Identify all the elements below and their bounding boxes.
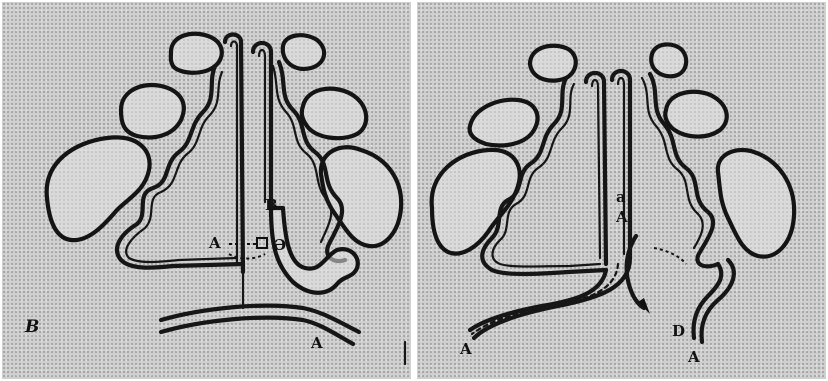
sinus-blob-mid-right [665, 92, 727, 137]
septum-right-inner [618, 78, 624, 254]
septum-left-inner [231, 42, 237, 265]
sinus-blob-top-right [651, 44, 686, 76]
left-panel-diagram: B A Ə B A [2, 2, 411, 379]
septum-left-inner [592, 80, 600, 258]
label-upper: B [265, 196, 278, 214]
label-right-mid: Ə [273, 236, 286, 254]
sinus-lobe-right [321, 147, 401, 246]
tube-lower-lower [161, 318, 353, 344]
septum-right-outer [612, 71, 630, 258]
sinus-blob-top-right [283, 35, 324, 69]
septum-right-outer [253, 43, 271, 208]
label-upper-2: A [615, 208, 628, 226]
septum-left-outer [225, 35, 243, 273]
dashed-curve [654, 248, 686, 264]
label-bottom-right: A [687, 348, 700, 366]
septum-right-inner [259, 50, 265, 202]
right-panel-diagram: a A A D A [417, 2, 826, 379]
box-marker [257, 238, 267, 248]
label-corner: B [24, 317, 39, 337]
label-left-mid: A [208, 234, 221, 252]
hook-tube-outer [702, 260, 734, 342]
sinus-blob-mid-left [121, 85, 184, 137]
sinus-blob-top-left [530, 46, 576, 81]
septum-left-outer [586, 73, 606, 264]
sinus-blob-mid-right [302, 89, 366, 139]
left-panel: B A Ə B A [2, 2, 411, 379]
label-upper: a [616, 188, 626, 206]
label-right-low: D [672, 322, 685, 340]
label-bottom: A [310, 334, 323, 352]
sinus-blob-mid-left [470, 100, 538, 146]
label-bottom-left: A [459, 340, 472, 358]
right-panel: a A A D A [417, 2, 826, 379]
sinus-lobe-right [718, 150, 794, 257]
